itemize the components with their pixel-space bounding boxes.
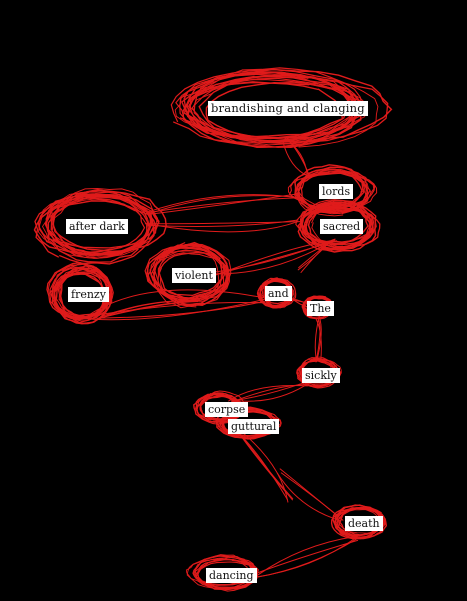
- scribble-stroke: [301, 199, 377, 248]
- scribble-stroke: [194, 559, 260, 589]
- scribble-stroke: [215, 240, 338, 275]
- scribble-stroke: [79, 299, 272, 319]
- scribble-stroke: [237, 430, 294, 500]
- scribble-stroke: [53, 267, 113, 320]
- scribble-stroke: [170, 68, 362, 148]
- word-dancing: dancing: [206, 568, 257, 583]
- scribble-stroke: [214, 238, 336, 275]
- scribble-stroke: [149, 197, 299, 213]
- scribble-stroke: [100, 299, 201, 319]
- scribble-stroke: [286, 137, 311, 178]
- scribble-stroke: [316, 315, 322, 362]
- scribble-stroke: [49, 271, 112, 319]
- word-brandishing-and-clanging: brandishing and clanging: [208, 101, 368, 116]
- scribble-stroke: [253, 536, 358, 578]
- scribble-stroke: [145, 221, 299, 233]
- scribble-stroke: [79, 298, 269, 321]
- scribble-stroke: [182, 75, 360, 148]
- scribble-stroke: [52, 194, 160, 253]
- scribble-stroke: [300, 240, 331, 273]
- scribble-stroke: [315, 320, 321, 363]
- word-sickly: sickly: [302, 368, 340, 383]
- scribble-stroke: [49, 266, 112, 317]
- word-death: death: [345, 516, 383, 531]
- word-corpse: corpse: [205, 402, 249, 417]
- scribble-stroke: [183, 71, 351, 138]
- scribble-stroke: [153, 249, 229, 303]
- scribble-stroke: [276, 472, 342, 522]
- word-the: The: [307, 301, 334, 316]
- scribble-stroke: [314, 314, 320, 362]
- scribble-stroke: [316, 319, 322, 362]
- scribble-stroke: [47, 196, 151, 263]
- scribble-stroke: [214, 239, 336, 276]
- scribble-stroke: [192, 74, 379, 148]
- scribble-stroke: [300, 166, 369, 215]
- word-frenzy: frenzy: [68, 287, 109, 302]
- word-after-dark: after dark: [66, 219, 128, 234]
- scribble-stroke: [299, 359, 337, 384]
- scribble-stroke: [296, 171, 378, 213]
- scribble-stroke: [149, 247, 224, 297]
- scribble-stroke: [147, 193, 299, 215]
- scribble-stroke: [46, 262, 112, 319]
- scribble-stroke: [307, 206, 374, 246]
- word-sacred: sacred: [320, 219, 364, 234]
- word-violent: violent: [172, 268, 216, 283]
- scribble-stroke: [231, 382, 305, 402]
- scribble-stroke: [236, 427, 289, 503]
- word-guttural: guttural: [228, 419, 280, 434]
- scribble-stroke: [82, 289, 273, 320]
- word-and: and: [265, 286, 292, 301]
- scribble-stroke: [252, 539, 359, 575]
- scribble-stroke: [150, 219, 299, 227]
- scribble-stroke: [146, 246, 225, 299]
- scribble-stroke: [298, 239, 333, 269]
- scribble-stroke: [282, 140, 310, 178]
- word-lords: lords: [319, 184, 354, 199]
- scribble-stroke: [282, 136, 308, 177]
- scribble-stroke: [280, 472, 344, 521]
- scribble-stroke: [45, 189, 167, 256]
